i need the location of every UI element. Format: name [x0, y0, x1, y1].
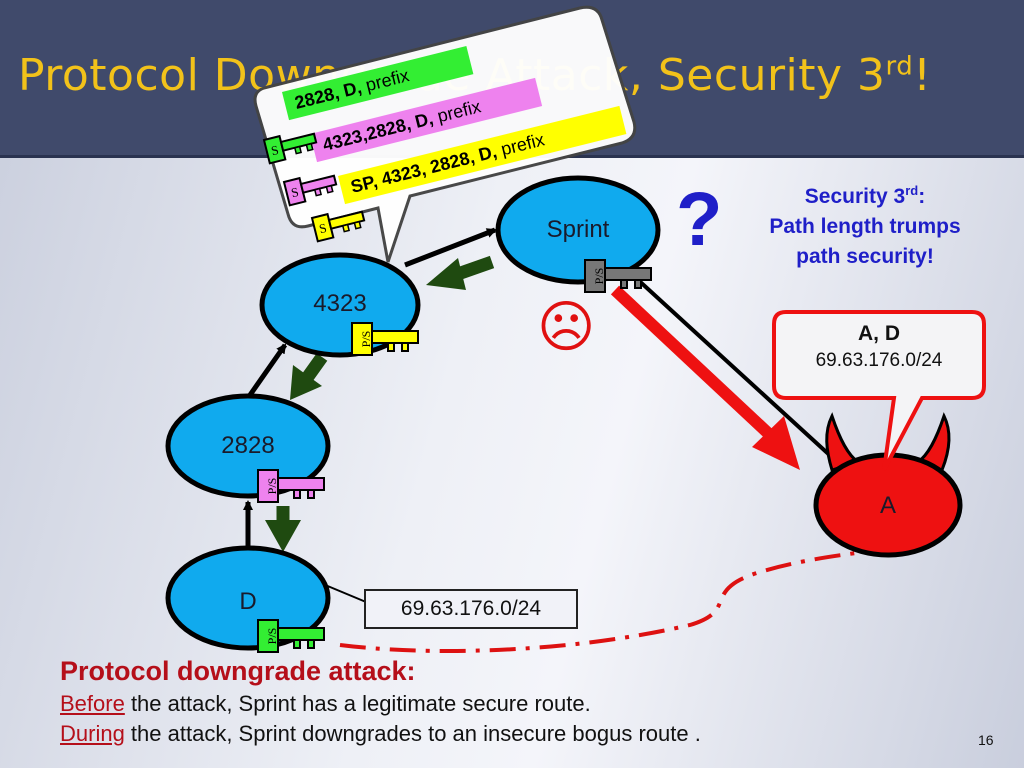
green-arrow-4323-2828 — [290, 353, 328, 400]
before-line: Before the attack, Sprint has a legitima… — [60, 691, 960, 717]
red-attack-arrow — [610, 285, 800, 470]
before-text: the attack, Sprint has a legitimate secu… — [124, 691, 591, 716]
sec-line1-end: : — [918, 185, 926, 208]
green-arrow-2828-d — [265, 506, 301, 552]
svg-text:P/S: P/S — [359, 331, 373, 348]
before-word: Before — [60, 691, 125, 716]
node-sprint — [495, 175, 661, 285]
during-text: the attack, Sprint downgrades to an inse… — [124, 721, 701, 746]
page-number: 16 — [978, 732, 994, 748]
node-attacker — [813, 412, 963, 558]
link-2828-4323 — [247, 343, 288, 397]
ps-key-2828-icon: P/S — [257, 469, 325, 503]
attacker-path: A, D — [858, 322, 900, 345]
label-4323: 4323 — [313, 290, 367, 317]
sec-line1-sup: rd — [905, 183, 919, 198]
security-note: Security 3rd: Path length trumps path se… — [740, 176, 990, 272]
attacker-prefix: 69.63.176.0/24 — [815, 350, 943, 371]
s-key-yellow-icon: S — [310, 210, 366, 243]
during-line: During the attack, Sprint downgrades to … — [60, 721, 960, 747]
link-4323-sprint — [404, 227, 497, 268]
security-note-line1: Security 3rd: — [740, 176, 990, 212]
title-end: ! — [913, 50, 932, 101]
svg-text:S: S — [289, 184, 300, 200]
question-mark: ? — [676, 177, 723, 262]
link-sprint-attacker — [623, 266, 837, 462]
svg-text:P/S: P/S — [265, 628, 279, 645]
svg-text:S: S — [269, 142, 280, 158]
bottom-text: Protocol downgrade attack: Before the at… — [60, 656, 960, 747]
ps-key-4323-icon: P/S — [351, 322, 419, 356]
during-word: During — [60, 721, 125, 746]
label-sprint: Sprint — [546, 216, 610, 243]
node-d — [165, 545, 331, 651]
origin-prefix-box: 69.63.176.0/24 — [364, 589, 578, 629]
svg-text:S: S — [317, 220, 328, 236]
bogus-route-path — [339, 548, 881, 653]
title-superscript: rd — [885, 51, 914, 82]
attacker-announcement: A, D 69.63.176.0/24 — [772, 310, 986, 471]
label-attacker: A — [879, 492, 896, 519]
route-callout: 2828, D, prefix 4323,2828, D, prefix SP,… — [250, 0, 640, 270]
label-2828: 2828 — [221, 432, 275, 459]
security-note-line3: path security! — [796, 245, 934, 268]
s-key-pink-icon: S — [282, 174, 338, 207]
sad-face-icon: ☹ — [537, 295, 596, 360]
security-note-line2: Path length trumps — [769, 215, 961, 238]
ps-key-d-icon: P/S — [257, 619, 325, 653]
svg-text:P/S: P/S — [592, 268, 606, 285]
green-arrow-sprint-4323 — [426, 255, 495, 290]
sec-line1-text: Security 3 — [804, 185, 906, 208]
label-d: D — [239, 588, 257, 615]
node-2828 — [165, 393, 331, 499]
ps-key-sprint-icon: P/S — [584, 259, 652, 293]
s-key-green-icon: S — [262, 132, 318, 165]
svg-text:P/S: P/S — [265, 478, 279, 495]
attack-heading: Protocol downgrade attack: — [60, 656, 416, 686]
